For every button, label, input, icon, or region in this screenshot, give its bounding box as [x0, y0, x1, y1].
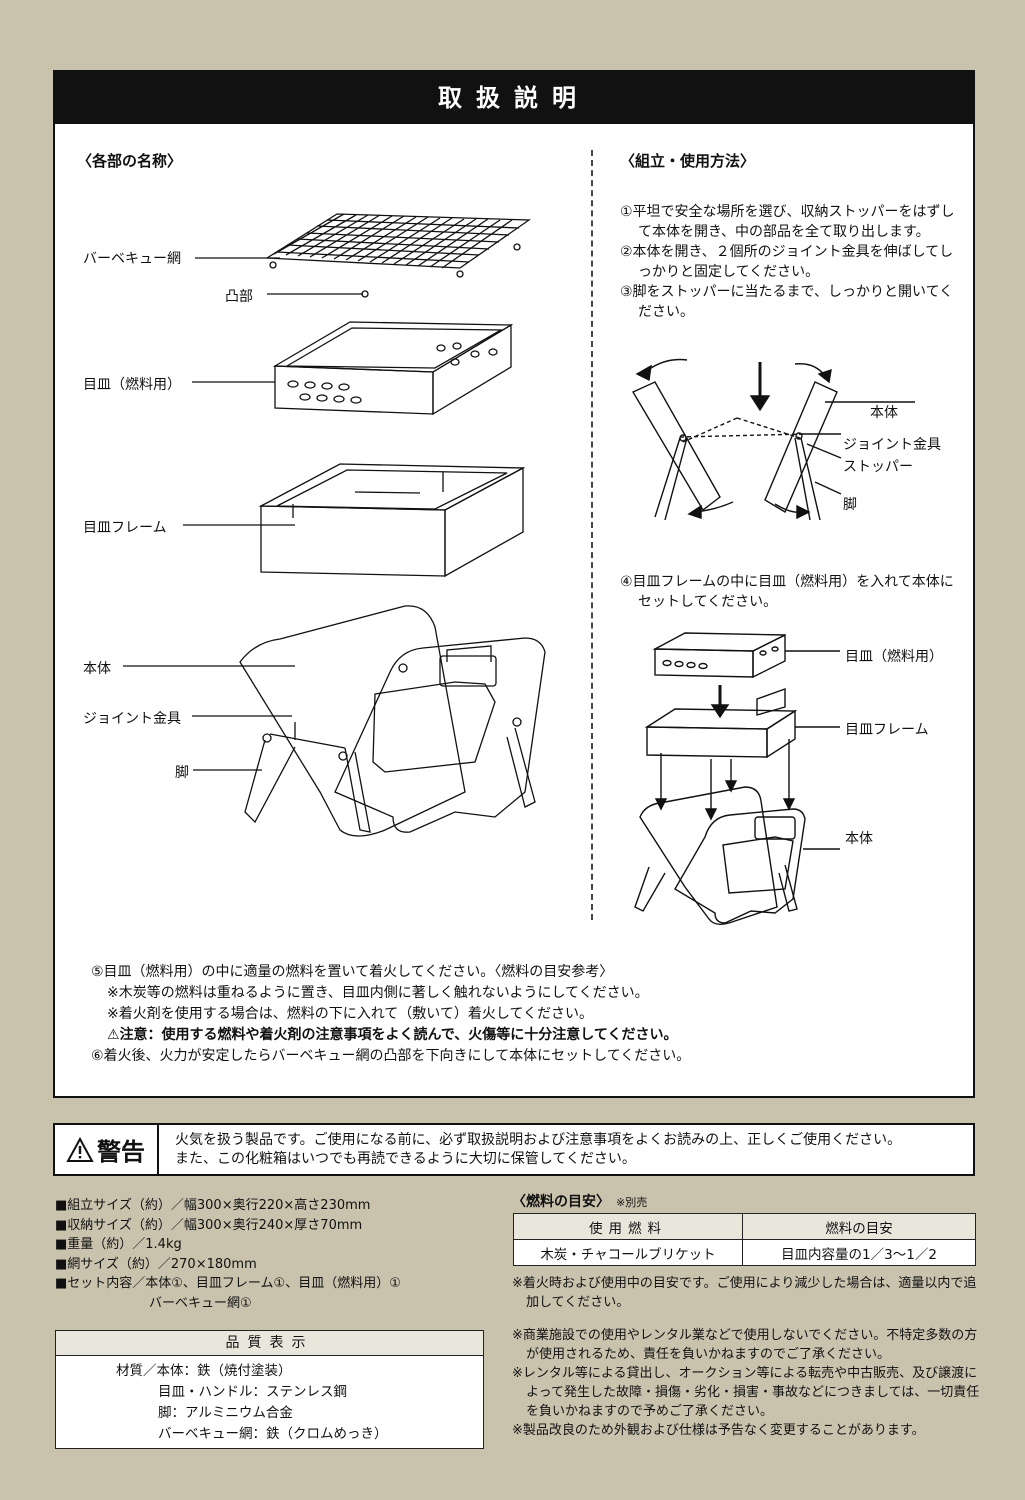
table-row: 使用燃料 燃料の目安: [513, 1213, 976, 1240]
note-charcoal: ※木炭等の燃料は重ねるように置き、目皿内側に著しく触れないようにしてください。: [107, 985, 649, 1001]
spec-stored: ■収納サイズ（約）／幅300×奥行240×厚さ70mm: [55, 1217, 363, 1233]
fuel-title-text: 〈燃料の目安〉: [512, 1194, 610, 1210]
step-2: ②本体を開き、２個所のジョイント金具を伸ばしてしっかりと固定してください。: [620, 244, 954, 280]
tray-insert-diagram: [635, 627, 975, 927]
ignition-notes: ⑤目皿（燃料用）の中に適量の燃料を置いて着火してください。〈燃料の目安参考〉 ※…: [91, 962, 690, 1067]
warning-text: 火気を扱う製品です。ご使用になる前に、必ず取扱説明および注意事項をよくお読みの上…: [175, 1131, 901, 1169]
label-legs: 脚: [175, 765, 189, 781]
assembly-steps: ①平坦で安全な場所を選び、収納ストッパーをはずして本体を開き、中の部品を全て取り…: [620, 202, 960, 322]
parts-illustration: [55, 72, 595, 872]
fine-print: ※着火時および使用中の目安です。ご使用により減少した場合は、適量以内で追加してく…: [512, 1274, 982, 1440]
warning-icon: [67, 1138, 93, 1162]
fuel-table: 使用燃料 燃料の目安 木炭・チャコールブリケット 目皿内容量の1／3～1／2: [513, 1213, 976, 1266]
fuel-title: 〈燃料の目安〉 ※別売: [512, 1191, 647, 1211]
d1-label-stopper: ストッパー: [843, 459, 913, 475]
quality-line: 材質／本体：鉄（焼付塗装）: [116, 1363, 292, 1379]
step-6: ⑥着火後、火力が安定したらバーベキュー網の凸部を下向きにして本体にセットしてくだ…: [91, 1048, 691, 1064]
step-5: ⑤目皿（燃料用）の中に適量の燃料を置いて着火してください。〈燃料の目安参考〉: [91, 964, 614, 980]
step-3: ③脚をストッパーに当たるまで、しっかりと開いてください。: [620, 284, 954, 320]
spec-weight: ■重量（約）／1.4kg: [55, 1237, 182, 1252]
d1-label-body: 本体: [870, 405, 898, 421]
label-joint: ジョイント金具: [83, 711, 181, 727]
fuel-cell-type: 木炭・チャコールブリケット: [513, 1239, 743, 1266]
fuel-header-amount: 燃料の目安: [742, 1213, 976, 1240]
spec-contents: ■セット内容／本体①、目皿フレーム①、目皿（燃料用）①: [55, 1276, 401, 1291]
label-frame: 目皿フレーム: [83, 520, 167, 536]
fuel-header-type: 使用燃料: [513, 1213, 743, 1240]
step-4-block: ④目皿フレームの中に目皿（燃料用）を入れて本体にセットしてください。: [620, 572, 960, 612]
warning-line-1: 火気を扱う製品です。ご使用になる前に、必ず取扱説明および注意事項をよくお読みの上…: [175, 1132, 902, 1148]
note-firestarter: ※着火剤を使用する場合は、燃料の下に入れて（敷いて）着火してください。: [107, 1006, 594, 1022]
d2-label-body: 本体: [845, 831, 873, 847]
fine-note: ※レンタル等による貸出し、オークション等による転売や中古販売、及び譲渡によって発…: [512, 1366, 980, 1419]
page-title: 取扱説明: [55, 72, 973, 124]
warning-label-text: 警告: [97, 1138, 145, 1166]
frame-drawing: [261, 464, 523, 576]
quality-lines: 材質／本体：鉄（焼付塗装） 目皿・ハンドル：ステンレス鋼 脚：アルミニウム合金 …: [116, 1361, 388, 1445]
body-drawing: [240, 606, 545, 836]
warning-box: 警告 火気を扱う製品です。ご使用になる前に、必ず取扱説明および注意事項をよくお読…: [53, 1123, 975, 1176]
label-tray: 目皿（燃料用）: [83, 377, 181, 393]
d2-label-frame: 目皿フレーム: [845, 722, 929, 738]
tray-drawing: [275, 322, 511, 414]
fine-note: ※商業施設での使用やレンタル業などで使用しないでください。不特定多数の方が使用さ…: [512, 1328, 978, 1362]
d1-label-joint: ジョイント金具: [843, 437, 941, 453]
spec-assembled: ■組立サイズ（約）／幅300×奥行220×高さ230mm: [55, 1198, 371, 1213]
quality-line: バーベキュー網：鉄（クロムめっき）: [158, 1426, 388, 1442]
warning-line-2: また、この化粧箱はいつでも再読できるように大切に保管してください。: [175, 1151, 636, 1167]
parts-heading: 〈各部の名称〉: [77, 152, 183, 170]
instructions-panel: 取扱説明 〈各部の名称〉 〈組立・使用方法〉 バーベキュー網 凸部 目皿（燃料用…: [53, 70, 975, 1098]
label-net: バーベキュー網: [83, 251, 181, 267]
table-row: 木炭・チャコールブリケット 目皿内容量の1／3～1／2: [513, 1239, 976, 1266]
warning-label: 警告: [55, 1125, 159, 1174]
net-drawing: [267, 214, 529, 297]
fuel-cell-amount: 目皿内容量の1／3～1／2: [742, 1239, 976, 1266]
caution-line: ⚠注意：使用する燃料や着火剤の注意事項をよく読んで、火傷等に十分注意してください…: [91, 1025, 690, 1046]
caution-icon: ⚠: [107, 1027, 120, 1043]
assembly-heading: 〈組立・使用方法〉: [620, 152, 756, 170]
quality-heading: 品質表示: [56, 1331, 483, 1356]
quality-line: 目皿・ハンドル：ステンレス鋼: [158, 1384, 347, 1400]
quality-box: 品質表示 材質／本体：鉄（焼付塗装） 目皿・ハンドル：ステンレス鋼 脚：アルミニ…: [55, 1330, 484, 1449]
fuel-note: ※別売: [616, 1196, 648, 1209]
quality-line: 脚：アルミニウム合金: [158, 1405, 293, 1421]
fine-note: ※製品改良のため外観および仕様は予告なく変更することがあります。: [512, 1423, 925, 1438]
leg-opening-diagram: [615, 352, 975, 542]
label-bump: 凸部: [225, 289, 253, 305]
spec-net-size: ■網サイズ（約）／270×180mm: [55, 1256, 257, 1272]
d1-label-legs: 脚: [843, 497, 857, 513]
caution-text: 注意：使用する燃料や着火剤の注意事項をよく読んで、火傷等に十分注意してください。: [119, 1027, 678, 1043]
column-divider: [591, 150, 593, 920]
spec-contents-cont: バーベキュー網①: [149, 1295, 252, 1311]
spec-list: ■組立サイズ（約）／幅300×奥行220×高さ230mm ■収納サイズ（約）／幅…: [55, 1196, 401, 1313]
fine-note: ※着火時および使用中の目安です。ご使用により減少した場合は、適量以内で追加してく…: [512, 1276, 977, 1310]
step-1: ①平坦で安全な場所を選び、収納ストッパーをはずして本体を開き、中の部品を全て取り…: [620, 204, 955, 240]
label-body: 本体: [83, 661, 111, 677]
d2-label-tray: 目皿（燃料用）: [845, 649, 943, 665]
step-4: ④目皿フレームの中に目皿（燃料用）を入れて本体にセットしてください。: [620, 574, 954, 610]
